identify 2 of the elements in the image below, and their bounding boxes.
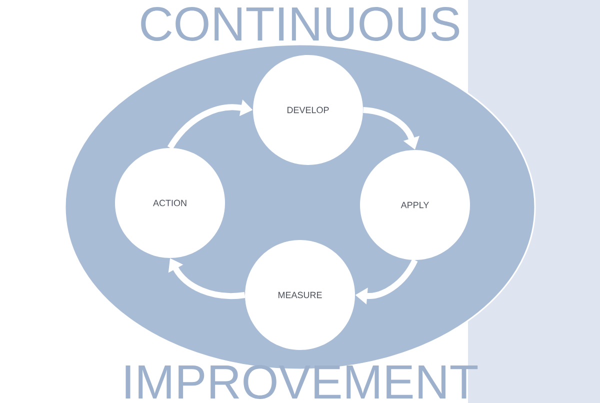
arc-title: IMPROVEMENT xyxy=(126,365,478,399)
arc-title: CONTINUOUS xyxy=(141,7,460,41)
